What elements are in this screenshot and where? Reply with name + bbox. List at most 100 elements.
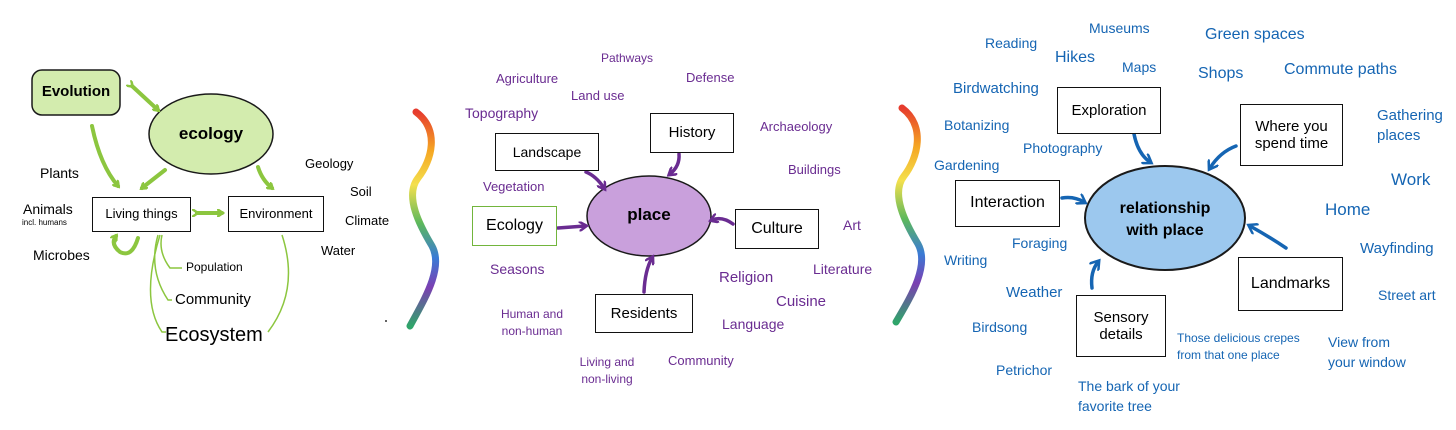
- exploration-box: Exploration: [1057, 87, 1161, 134]
- living-nonliving-label: Living and non-living: [574, 354, 640, 388]
- defense-label: Defense: [686, 70, 735, 85]
- archaeology-label: Archaeology: [760, 119, 833, 134]
- history-label: History: [668, 124, 716, 142]
- environment-label: Environment: [239, 205, 313, 221]
- place-arrows: [556, 152, 735, 294]
- ecology-box-label: Ecology: [486, 216, 543, 234]
- botanizing-label: Botanizing: [944, 117, 1010, 133]
- evolution-label: Evolution: [41, 83, 111, 100]
- evolution-box: [31, 69, 121, 116]
- animals-note: incl. humans: [22, 218, 67, 227]
- photography-label: Photography: [1023, 140, 1103, 156]
- stray-dot: [385, 320, 387, 322]
- landscape-label: Landscape: [512, 143, 582, 160]
- human-nonhuman-label: Human and non-human: [496, 306, 568, 340]
- history-box: History: [650, 113, 734, 153]
- climate-label: Climate: [345, 213, 390, 228]
- maps-label: Maps: [1122, 59, 1157, 75]
- view-from-window-label: View from your window: [1328, 332, 1406, 373]
- landmarks-box: Landmarks: [1238, 257, 1343, 311]
- sensory-details-box: Sensory details: [1076, 295, 1166, 357]
- green-spaces-label: Green spaces: [1205, 26, 1305, 43]
- rainbow-squiggle-right: [892, 104, 926, 326]
- land-use-label: Land use: [571, 88, 625, 103]
- view-line2: your window: [1328, 354, 1406, 371]
- culture-box: Culture: [735, 209, 819, 249]
- religion-label: Religion: [719, 269, 774, 286]
- crepes-line1: Those delicious crepes: [1177, 331, 1300, 345]
- living-line1: Living and: [579, 355, 635, 369]
- gathering-line1: Gathering: [1377, 107, 1443, 124]
- soil-label: Soil: [350, 184, 372, 199]
- where-line2: spend time: [1254, 135, 1329, 152]
- where-line1: Where you: [1255, 117, 1328, 135]
- ecosystem-label: Ecosystem: [165, 324, 263, 346]
- agriculture-label: Agriculture: [496, 71, 559, 86]
- relationship-title: relationship with place: [1085, 198, 1245, 241]
- exploration-label: Exploration: [1071, 101, 1147, 119]
- landscape-box: Landscape: [495, 133, 599, 171]
- where-you-spend-time-box: Where you spend time: [1240, 104, 1343, 166]
- living-line2: non-living: [581, 371, 633, 386]
- rainbow-squiggle-left: [406, 108, 440, 330]
- human-line2: non-human: [501, 323, 563, 338]
- living-things-label: Living things: [105, 206, 178, 222]
- bark-label: The bark of your favorite tree: [1078, 376, 1180, 417]
- plants-label: Plants: [40, 165, 79, 181]
- birdwatching-label: Birdwatching: [953, 80, 1039, 97]
- environment-box: Environment: [228, 196, 324, 232]
- interaction-box: Interaction: [955, 180, 1060, 227]
- writing-label: Writing: [944, 252, 988, 268]
- bark-line1: The bark of your: [1078, 378, 1180, 394]
- hikes-label: Hikes: [1055, 49, 1096, 66]
- pathways-label: Pathways: [601, 51, 654, 65]
- literature-label: Literature: [813, 261, 873, 277]
- residents-label: Residents: [610, 304, 678, 322]
- culture-label: Culture: [751, 219, 803, 237]
- ecology-box: Ecology: [472, 206, 557, 246]
- cuisine-label: Cuisine: [776, 293, 827, 310]
- crepes-line2: from that one place: [1177, 348, 1280, 363]
- weather-label: Weather: [1006, 284, 1063, 301]
- animals-label: Animals: [23, 201, 73, 217]
- art-label: Art: [843, 217, 861, 233]
- geology-label: Geology: [305, 156, 354, 171]
- reading-label: Reading: [985, 35, 1038, 51]
- landmarks-label: Landmarks: [1250, 274, 1331, 292]
- relationship-ellipse: [1084, 165, 1246, 271]
- museums-label: Museums: [1089, 20, 1150, 36]
- commute-paths-label: Commute paths: [1284, 61, 1397, 78]
- street-art-label: Street art: [1378, 287, 1436, 303]
- ecology-title: ecology: [178, 124, 244, 143]
- crepes-label: Those delicious crepes from that one pla…: [1177, 330, 1300, 365]
- birdsong-label: Birdsong: [972, 319, 1028, 335]
- topography-label: Topography: [465, 105, 539, 121]
- gathering-places-label: Gathering places: [1377, 106, 1443, 147]
- view-line1: View from: [1328, 334, 1390, 350]
- ecology-brackets: [149, 234, 290, 333]
- language-label: Language: [722, 316, 785, 332]
- microbes-label: Microbes: [33, 247, 90, 263]
- population-label: Population: [186, 260, 243, 274]
- work-label: Work: [1391, 170, 1431, 189]
- interaction-label: Interaction: [970, 194, 1045, 212]
- gardening-label: Gardening: [934, 157, 1000, 173]
- petrichor-label: Petrichor: [996, 362, 1053, 378]
- seasons-label: Seasons: [490, 261, 545, 277]
- gathering-line2: places: [1377, 127, 1421, 145]
- relationship-title-line2: with place: [1126, 221, 1204, 239]
- residents-box: Residents: [595, 294, 693, 333]
- sensory-line1: Sensory: [1093, 308, 1149, 326]
- sensory-line2: details: [1099, 326, 1143, 343]
- place-community-label: Community: [668, 353, 734, 368]
- vegetation-label: Vegetation: [483, 179, 545, 194]
- human-line1: Human and: [500, 307, 564, 321]
- relationship-title-line1: relationship: [1119, 200, 1211, 217]
- water-label: Water: [321, 243, 356, 258]
- shops-label: Shops: [1198, 65, 1244, 82]
- community-label: Community: [175, 291, 251, 308]
- buildings-label: Buildings: [788, 162, 841, 177]
- place-title: place: [627, 205, 671, 224]
- ecology-arrows: [90, 86, 272, 256]
